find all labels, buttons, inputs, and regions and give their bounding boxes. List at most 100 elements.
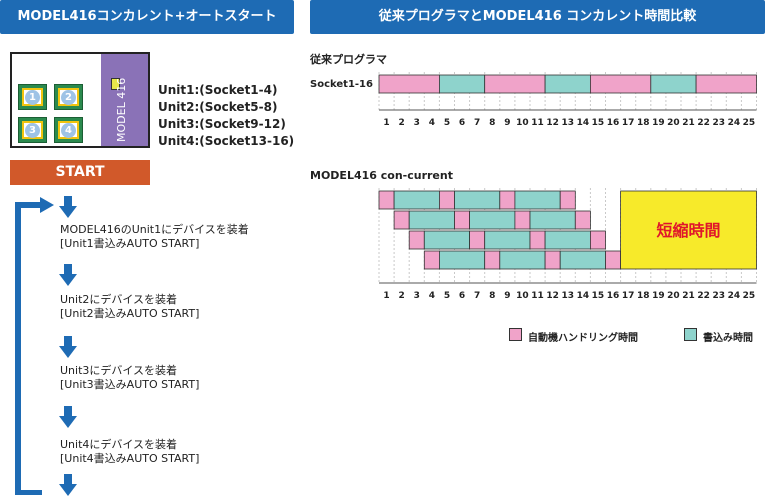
x-tick-label: 11 <box>531 291 544 301</box>
write-segment <box>454 190 501 210</box>
x-tick-label: 11 <box>531 118 544 128</box>
x-tick-label: 20 <box>667 118 680 128</box>
write-segment <box>650 74 697 94</box>
handler-segment <box>589 74 652 94</box>
down-arrow-icon <box>59 406 77 428</box>
down-arrow-icon <box>59 474 77 496</box>
socket-number: 4 <box>61 122 76 138</box>
socket-number: 2 <box>61 89 76 105</box>
conventional-title: 従来プログラマ <box>310 53 387 66</box>
model416-device: 1 2 3 4 MODEL 416 <box>10 52 150 148</box>
x-tick-label: 2 <box>399 118 405 128</box>
handler-segment <box>469 230 486 250</box>
legend-handler-label: 自動機ハンドリング時間 <box>528 333 638 344</box>
x-tick-label: 18 <box>637 291 650 301</box>
x-tick-label: 19 <box>652 118 665 128</box>
socket-3: 3 <box>18 117 47 143</box>
unit-item: Unit4:(Socket13-16) <box>158 134 295 148</box>
x-tick-label: 21 <box>682 291 695 301</box>
x-tick-label: 21 <box>682 118 695 128</box>
x-tick-label: 9 <box>504 118 510 128</box>
model-label: MODEL 416 <box>115 77 128 142</box>
x-tick-label: 10 <box>516 291 529 301</box>
down-arrow-icon <box>59 196 77 218</box>
unit-item: Unit2:(Socket5-8) <box>158 100 278 114</box>
step-note: [Unit3書込みAUTO START] <box>60 378 200 391</box>
handler-segment <box>393 210 410 230</box>
write-segment <box>499 250 546 270</box>
write-segment <box>393 190 440 210</box>
legend-write-swatch <box>684 328 697 341</box>
handler-segment <box>514 210 531 230</box>
x-tick-label: 1 <box>383 118 389 128</box>
step-note: [Unit2書込みAUTO START] <box>60 307 200 320</box>
x-tick-label: 25 <box>743 118 756 128</box>
x-tick-label: 6 <box>459 118 465 128</box>
handler-segment <box>499 190 516 210</box>
legend-handler-swatch <box>509 328 522 341</box>
saved-time-box <box>620 190 757 270</box>
x-tick-label: 12 <box>546 118 559 128</box>
x-tick-label: 5 <box>444 118 450 128</box>
socket-number: 1 <box>25 89 40 105</box>
x-tick-label: 8 <box>489 118 495 128</box>
x-tick-label: 15 <box>592 291 605 301</box>
down-arrow-icon <box>59 264 77 286</box>
loop-back-arrow-icon <box>15 197 54 495</box>
handler-segment <box>423 250 440 270</box>
write-segment <box>529 210 576 230</box>
step-2: Unit2にデバイスを装着 [Unit2書込みAUTO START] <box>60 293 199 321</box>
x-tick-label: 22 <box>697 291 710 301</box>
start-bar: START <box>10 160 150 185</box>
handler-segment <box>454 210 471 230</box>
x-tick-label: 20 <box>667 291 680 301</box>
x-tick-label: 2 <box>399 291 405 301</box>
x-tick-label: 16 <box>607 291 620 301</box>
handler-segment <box>559 190 576 210</box>
unit-list: Unit1:(Socket1-4) Unit2:(Socket5-8) Unit… <box>158 82 294 150</box>
handler-segment <box>408 230 425 250</box>
status-led-icon <box>111 78 120 90</box>
handler-segment <box>605 250 622 270</box>
step-action: Unit3にデバイスを装着 <box>60 364 178 377</box>
handler-segment <box>574 210 591 230</box>
socket-2: 2 <box>54 84 83 110</box>
x-tick-label: 7 <box>474 118 480 128</box>
write-segment <box>439 250 486 270</box>
x-tick-label: 17 <box>622 291 635 301</box>
x-tick-label: 19 <box>652 291 665 301</box>
handler-segment <box>589 230 606 250</box>
x-tick-label: 22 <box>697 118 710 128</box>
x-tick-label: 4 <box>429 291 435 301</box>
left-header: MODEL416コンカレント+オートスタート <box>0 0 294 34</box>
write-segment <box>514 190 561 210</box>
x-tick-label: 23 <box>712 118 725 128</box>
concurrent-title: MODEL416 con-current <box>310 169 453 182</box>
step-1: MODEL416のUnit1にデバイスを装着 [Unit1書込みAUTO STA… <box>60 223 249 251</box>
x-tick-label: 1 <box>383 291 389 301</box>
write-segment <box>484 230 531 250</box>
write-segment <box>439 74 486 94</box>
handler-segment <box>484 74 546 94</box>
x-tick-label: 16 <box>607 118 620 128</box>
x-tick-label: 18 <box>637 118 650 128</box>
step-action: Unit2にデバイスを装着 <box>60 293 178 306</box>
handler-segment <box>378 190 395 210</box>
step-4: Unit4にデバイスを装着 [Unit4書込みAUTO START] <box>60 438 199 466</box>
step-action: Unit4にデバイスを装着 <box>60 438 178 451</box>
x-tick-label: 23 <box>712 291 725 301</box>
x-tick-label: 4 <box>429 118 435 128</box>
x-tick-label: 6 <box>459 291 465 301</box>
x-tick-label: 17 <box>622 118 635 128</box>
handler-segment <box>378 74 440 94</box>
write-segment <box>544 74 591 94</box>
x-tick-label: 13 <box>561 118 574 128</box>
step-action: MODEL416のUnit1にデバイスを装着 <box>60 223 249 236</box>
handler-segment <box>529 230 546 250</box>
model-panel <box>101 54 148 146</box>
x-tick-label: 24 <box>728 118 741 128</box>
saved-time-label: 短縮時間 <box>657 221 721 240</box>
x-tick-label: 3 <box>414 291 420 301</box>
